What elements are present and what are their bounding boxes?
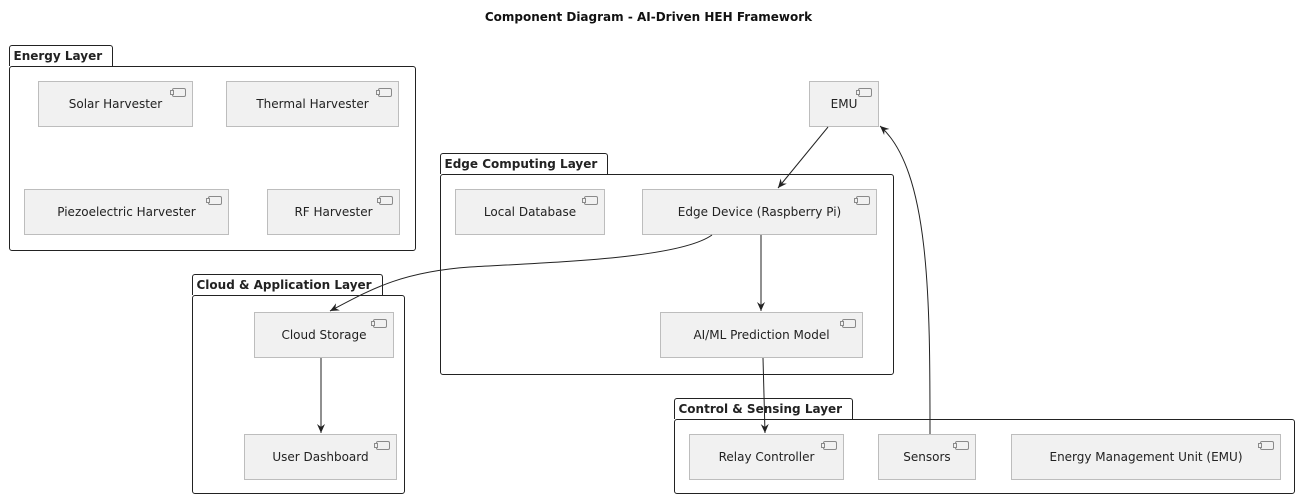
thermal-harvester-component[interactable]: Thermal Harvester	[226, 81, 399, 127]
component-icon	[854, 196, 870, 205]
component-icon	[377, 196, 393, 205]
component-icon	[376, 88, 392, 97]
cloud-application-layer-label: Cloud & Application Layer	[191, 274, 383, 295]
sensors-label: Sensors	[903, 450, 951, 464]
energy-management-unit-component[interactable]: Energy Management Unit (EMU)	[1011, 434, 1281, 480]
solar-harvester-label: Solar Harvester	[68, 97, 163, 111]
edge-edge-device-to-cloud-storage	[329, 234, 713, 312]
edge-emu-to-edge-device	[777, 126, 829, 189]
user-dashboard-label: User Dashboard	[272, 450, 369, 464]
edge-computing-layer-label: Edge Computing Layer	[439, 153, 609, 174]
diagram-title: Component Diagram - AI-Driven HEH Framew…	[484, 10, 813, 24]
component-icon	[953, 441, 969, 450]
edge-device-component[interactable]: Edge Device (Raspberry Pi)	[642, 189, 877, 235]
edge-device-label: Edge Device (Raspberry Pi)	[677, 205, 842, 219]
energy-management-unit-label: Energy Management Unit (EMU)	[1049, 450, 1243, 464]
component-icon	[1258, 441, 1274, 450]
solar-harvester-component[interactable]: Solar Harvester	[38, 81, 193, 127]
relay-controller-label: Relay Controller	[718, 450, 815, 464]
edge-ai-model-to-relay-controller	[760, 357, 769, 434]
component-icon	[170, 88, 186, 97]
cloud-storage-label: Cloud Storage	[281, 328, 367, 342]
rf-harvester-label: RF Harvester	[294, 205, 373, 219]
rf-harvester-component[interactable]: RF Harvester	[267, 189, 400, 235]
component-icon	[582, 196, 598, 205]
control-sensing-layer-label: Control & Sensing Layer	[673, 398, 854, 419]
ai-ml-model-component[interactable]: AI/ML Prediction Model	[660, 312, 863, 358]
component-icon	[821, 441, 837, 450]
local-database-component[interactable]: Local Database	[455, 189, 605, 235]
edge-sensors-to-emu	[879, 125, 931, 435]
emu-component[interactable]: EMU	[809, 81, 879, 127]
thermal-harvester-label: Thermal Harvester	[256, 97, 369, 111]
component-icon	[371, 319, 387, 328]
energy-layer-label: Energy Layer	[8, 45, 114, 66]
local-database-label: Local Database	[483, 205, 577, 219]
piezoelectric-harvester-component[interactable]: Piezoelectric Harvester	[24, 189, 229, 235]
cloud-storage-component[interactable]: Cloud Storage	[254, 312, 394, 358]
ai-ml-model-label: AI/ML Prediction Model	[693, 328, 830, 342]
component-icon	[840, 319, 856, 328]
user-dashboard-component[interactable]: User Dashboard	[244, 434, 397, 480]
piezoelectric-harvester-label: Piezoelectric Harvester	[57, 205, 196, 219]
sensors-component[interactable]: Sensors	[878, 434, 976, 480]
emu-label: EMU	[830, 97, 858, 111]
component-icon	[206, 196, 222, 205]
relay-controller-component[interactable]: Relay Controller	[689, 434, 844, 480]
component-icon	[374, 441, 390, 450]
component-icon	[856, 88, 872, 97]
